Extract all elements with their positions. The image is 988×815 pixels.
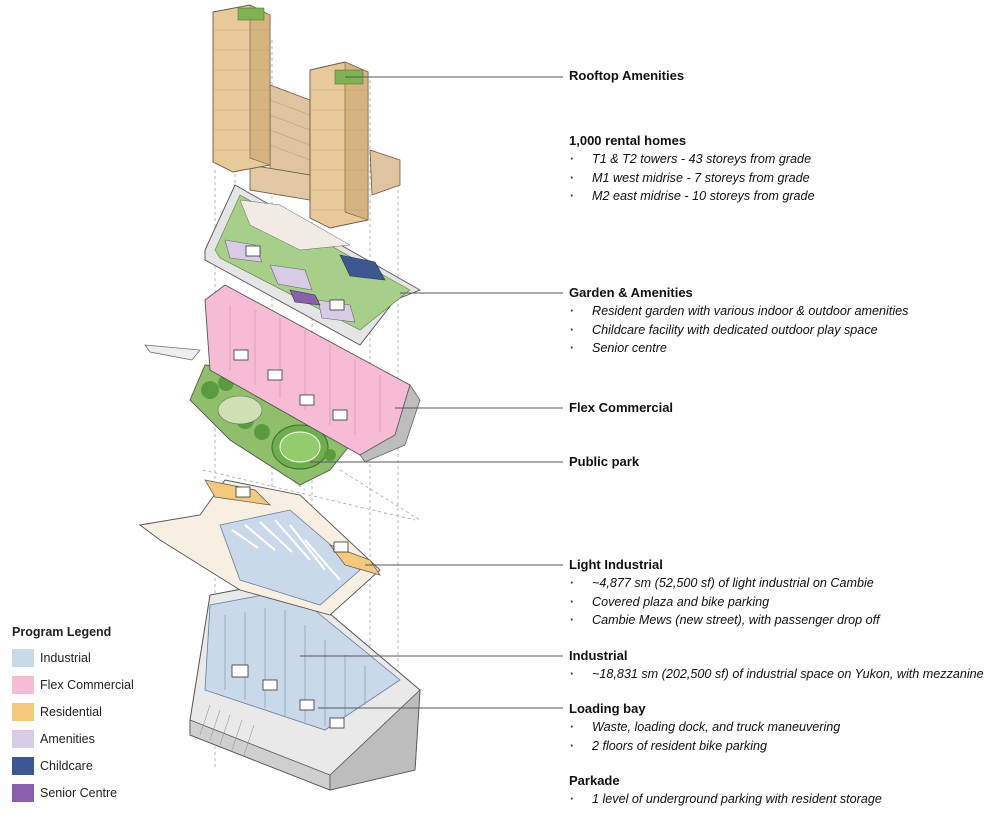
- layer-light-industrial: [138, 479, 381, 616]
- callout-loading-bay: Loading bay: [569, 701, 646, 716]
- list-item: Cambie Mews (new street), with passenger…: [569, 611, 880, 630]
- callout-light-industrial: Light Industrial: [569, 557, 663, 572]
- callout-flex-commercial: Flex Commercial: [569, 400, 674, 415]
- layer-industrial-parkade: [189, 579, 421, 791]
- legend-label: Senior Centre: [40, 786, 118, 800]
- list-item: Resident garden with various indoor & ou…: [569, 302, 908, 321]
- callout-public-park: Public park: [569, 454, 640, 469]
- list-item: ~4,877 sm (52,500 sf) of light industria…: [569, 574, 880, 593]
- garden-amenities-list: Resident garden with various indoor & ou…: [569, 302, 908, 358]
- callout-parkade: Parkade: [569, 773, 620, 788]
- legend-swatch: [12, 676, 34, 694]
- list-item: ~18,831 sm (202,500 sf) of industrial sp…: [569, 665, 984, 684]
- legend-swatch: [12, 730, 34, 748]
- callout-garden-amenities: Garden & Amenities: [569, 285, 693, 300]
- list-item: Waste, loading dock, and truck maneuveri…: [569, 718, 840, 737]
- legend-swatch: [12, 784, 34, 802]
- legend-swatch: [12, 703, 34, 721]
- legend-label: Flex Commercial: [40, 678, 134, 692]
- legend-label: Residential: [40, 705, 102, 719]
- rental-homes-list: T1 & T2 towers - 43 storeys from grade M…: [569, 150, 815, 206]
- list-item: 1 level of underground parking with resi…: [569, 790, 882, 809]
- list-item: M1 west midrise - 7 storeys from grade: [569, 169, 815, 188]
- list-item: Childcare facility with dedicated outdoo…: [569, 321, 908, 340]
- legend-label: Childcare: [40, 759, 93, 773]
- leader-lines: [300, 76, 563, 709]
- legend-swatch: [12, 757, 34, 775]
- layer-garden-amenities: [204, 184, 422, 346]
- list-item: T1 & T2 towers - 43 storeys from grade: [569, 150, 815, 169]
- list-item: Covered plaza and bike parking: [569, 593, 880, 612]
- industrial-list: ~18,831 sm (202,500 sf) of industrial sp…: [569, 665, 984, 684]
- parkade-list: 1 level of underground parking with resi…: [569, 790, 882, 809]
- list-item: Senior centre: [569, 339, 908, 358]
- legend-swatch: [12, 649, 34, 667]
- legend-title: Program Legend: [12, 625, 112, 639]
- callout-rooftop-amenities: Rooftop Amenities: [569, 68, 685, 83]
- list-item: M2 east midrise - 10 storeys from grade: [569, 187, 815, 206]
- callout-industrial: Industrial: [569, 648, 628, 663]
- loading-bay-list: Waste, loading dock, and truck maneuveri…: [569, 718, 840, 755]
- list-item: 2 floors of resident bike parking: [569, 737, 840, 756]
- layer-residential-towers: [212, 4, 401, 229]
- legend-label: Industrial: [40, 651, 91, 665]
- layer-park-flex-commercial: [144, 284, 421, 486]
- light-industrial-list: ~4,877 sm (52,500 sf) of light industria…: [569, 574, 880, 630]
- callout-rental-homes: 1,000 rental homes: [569, 133, 687, 148]
- legend-label: Amenities: [40, 732, 95, 746]
